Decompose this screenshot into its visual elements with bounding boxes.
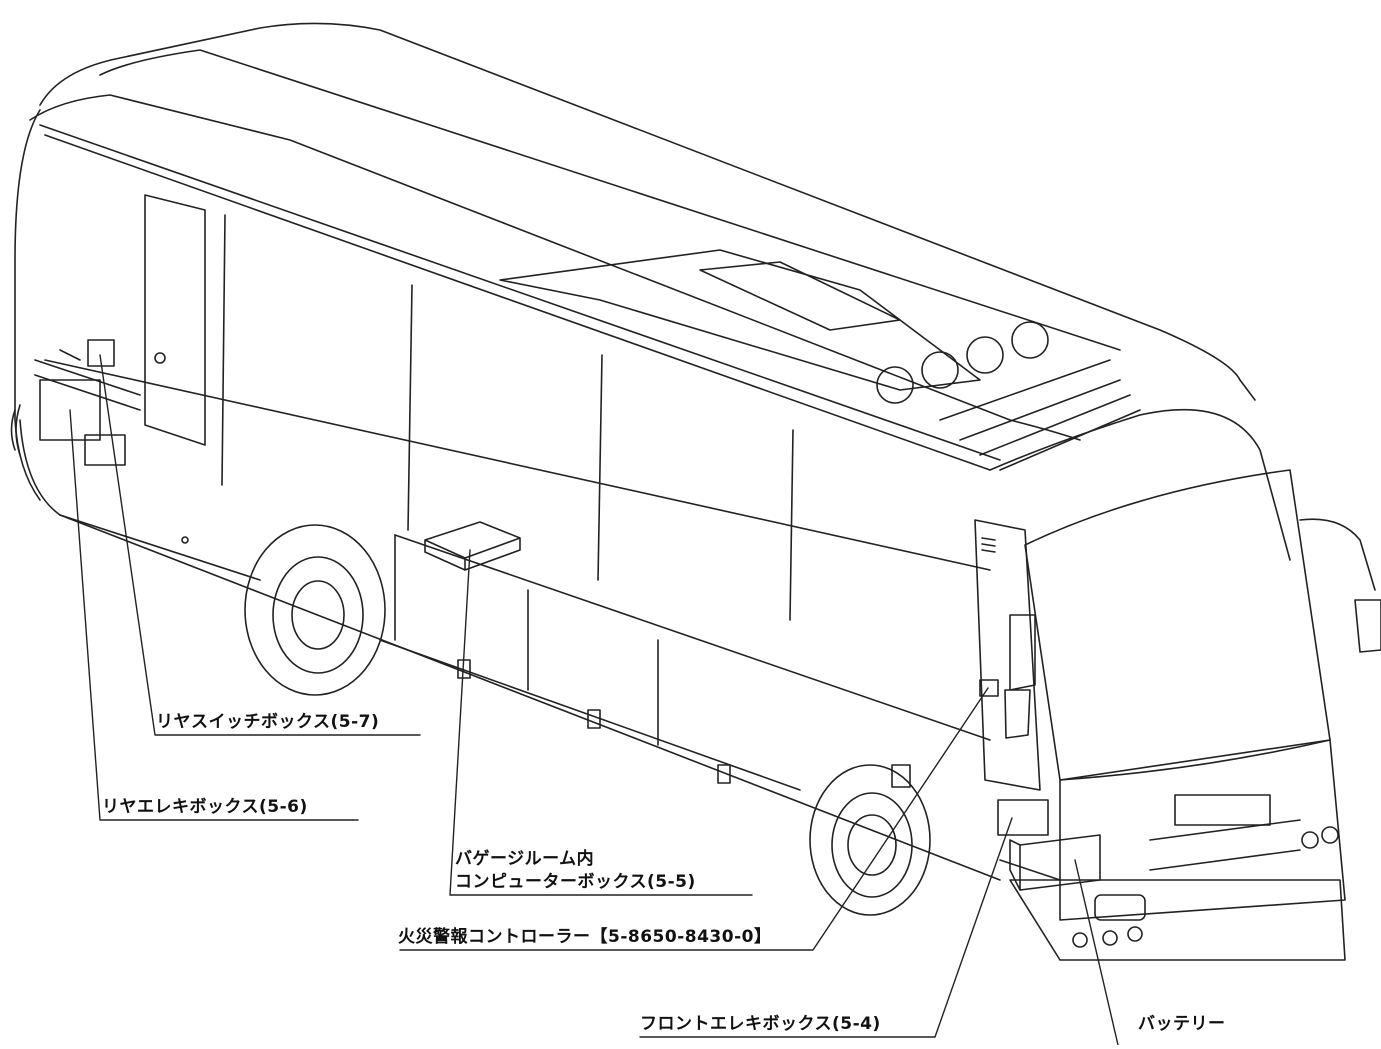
roof-panel (499, 249, 981, 391)
front-elec-box-shape (997, 799, 1049, 836)
window-pillar (407, 284, 413, 531)
headlight-left (1094, 894, 1146, 921)
window-pillar (597, 354, 603, 581)
roof-vent (876, 366, 914, 404)
rear-wheel-hub (291, 580, 345, 650)
baggage-handle (587, 709, 601, 729)
label-rear-elec-box: リヤエレキボックス(5-6) (102, 797, 308, 817)
label-battery: バッテリー (1138, 1014, 1226, 1034)
roof-vent (921, 351, 959, 389)
label-fire-alarm-controller: 火災警報コントローラー【5-8650-8430-0】 (398, 927, 772, 947)
side-skirt (379, 639, 1061, 881)
roof-vent (966, 336, 1004, 374)
leader-rear-elec (69, 409, 359, 821)
window-pillar (221, 214, 226, 486)
battery-shape (1009, 834, 1101, 891)
leader-rear-switch (99, 354, 421, 736)
window-bottom-line (44, 359, 991, 571)
rear-frame (34, 349, 141, 411)
front-vent (981, 537, 996, 553)
front-windshield (1024, 469, 1331, 781)
roof-ridge (99, 49, 1121, 351)
baggage-handle (457, 659, 471, 679)
front-wheel (831, 792, 913, 898)
roof-grille (939, 359, 1141, 471)
front-wheel-arch (809, 764, 931, 916)
right-mirror-arm (1299, 518, 1376, 591)
rear-wheel (272, 556, 364, 674)
door-handle (154, 352, 166, 364)
label-baggage-box-line2: コンピューターボックス(5-5) (455, 872, 696, 892)
fog-lamp (1102, 930, 1118, 946)
headlight-right (1321, 826, 1339, 844)
baggage-handle (717, 764, 731, 784)
window-pillar (789, 429, 794, 621)
fog-lamp (1127, 926, 1143, 942)
leader-lines (69, 354, 1119, 1046)
roof-outline (39, 22, 1256, 401)
fuel-lid (891, 764, 911, 788)
side-upper-edge (39, 124, 1001, 461)
body-bottom (59, 514, 1001, 881)
leader-baggage (449, 549, 753, 896)
front-face (1059, 739, 1346, 921)
front-grille (1149, 819, 1301, 871)
leader-front-elec (639, 817, 1013, 1038)
side-mirror (1004, 614, 1036, 739)
front-plate (1174, 794, 1271, 826)
front-bumper (1009, 879, 1346, 961)
front-upper (989, 408, 1291, 561)
window-top-line (44, 134, 991, 471)
rear-wheel-arch (244, 524, 386, 696)
rear-elec-box-shape (39, 379, 101, 441)
fire-alarm-controller-shape (979, 679, 999, 697)
rear-marker (181, 536, 189, 544)
baggage-computer-box-shape (424, 521, 521, 571)
fog-lamp (1072, 932, 1088, 948)
rear-aux-box (84, 434, 126, 466)
rear-end (14, 109, 41, 501)
headlight-right (1301, 831, 1319, 849)
label-front-elec-box: フロントエレキボックス(5-4) (640, 1014, 881, 1034)
rear-door (144, 194, 206, 446)
baggage-panel-line (394, 534, 659, 746)
leader-battery (1074, 859, 1119, 1046)
front-door (974, 519, 1041, 791)
roof-inner-edge (29, 94, 1081, 441)
baggage-panel-top (394, 534, 991, 741)
roof-vent (1011, 321, 1049, 359)
front-wheel-hub (847, 814, 897, 876)
rear-lights (10, 404, 21, 456)
right-mirror (1354, 599, 1381, 653)
leader-fire-alarm (399, 687, 989, 951)
roof-hatch (699, 261, 901, 331)
label-rear-switch-box: リヤスイッチボックス(5-7) (156, 712, 380, 732)
label-baggage-box-line1: バゲージルーム内 (455, 849, 595, 869)
side-lower-edge (19, 419, 261, 581)
